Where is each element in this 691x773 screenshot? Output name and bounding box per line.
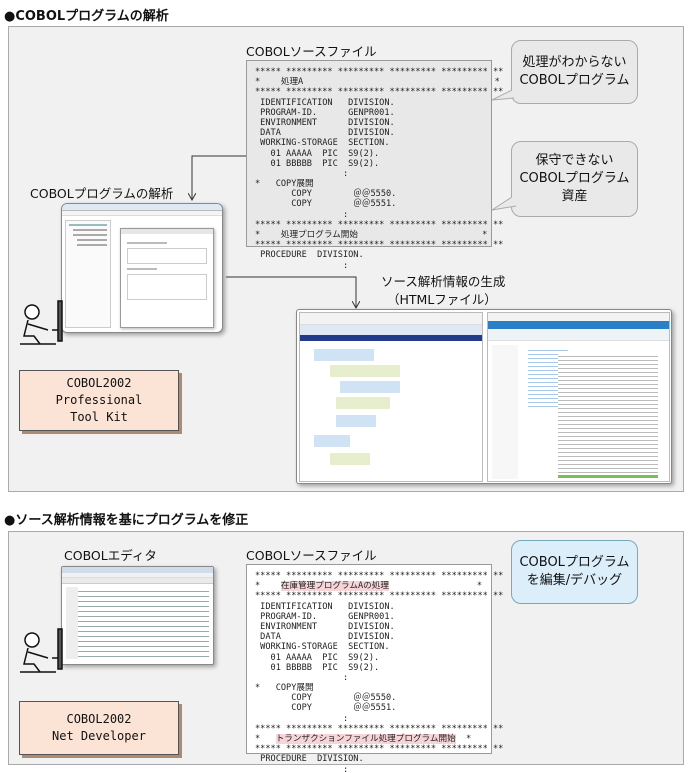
code-line: * COPY展開 bbox=[255, 683, 314, 694]
speech-bubble-unmaintainable: 保守できない COBOLプログラム 資産 bbox=[511, 141, 638, 217]
code-line: ***** ********* ********* ********* ****… bbox=[255, 67, 504, 77]
code-line: IDENTIFICATION DIVISION. bbox=[255, 97, 395, 108]
code-line: * トランザクションファイル処理プログラム開始 * bbox=[255, 734, 472, 744]
dialog-window bbox=[120, 228, 214, 328]
code-line: ***** ********* ********* ********* ****… bbox=[255, 571, 504, 581]
code-line: * 在庫管理プログラムAの処理 * bbox=[255, 581, 483, 592]
code-line: WORKING-STORAGE SECTION. bbox=[255, 642, 390, 653]
highlighted-comment: 在庫管理プログラムAの処理 bbox=[280, 581, 389, 592]
code-line: PROCEDURE DIVISION. bbox=[255, 754, 364, 765]
window-toolbar bbox=[62, 211, 222, 216]
code-line: ENVIRONMENT DIVISION. bbox=[255, 117, 395, 128]
code-line: : bbox=[255, 764, 349, 773]
browser-window-right bbox=[487, 312, 670, 482]
code-line: ***** ********* ********* ********* ****… bbox=[255, 591, 504, 602]
bubble-text: 資産 bbox=[561, 189, 588, 204]
section2-title: ●ソース解析情報を基にプログラムを修正 bbox=[4, 513, 249, 528]
code-line: COPY ＠＠5551. bbox=[255, 199, 397, 210]
code-line: * 処理A * bbox=[255, 77, 500, 88]
code-line: PROGRAM-ID. GENPR001. bbox=[255, 611, 395, 622]
speech-bubble-edit-debug: COBOLプログラム を編集/デバッグ bbox=[511, 540, 638, 604]
code-line: : bbox=[255, 209, 349, 220]
section1-title: ●COBOLプログラムの解析 bbox=[4, 9, 169, 24]
product-name: COBOL2002 Professional bbox=[55, 376, 143, 407]
toolkit-window-screenshot bbox=[61, 203, 223, 333]
code-line: DATA DIVISION. bbox=[255, 632, 395, 643]
tree-pane bbox=[65, 220, 111, 328]
browser-window-left bbox=[299, 312, 483, 482]
bubble-text: COBOLプログラム bbox=[519, 555, 630, 570]
code-line: ENVIRONMENT DIVISION. bbox=[255, 621, 395, 632]
product-box-professional-toolkit: COBOL2002 Professional Tool Kit bbox=[19, 370, 179, 431]
code-line: COPY ＠＠5551. bbox=[255, 703, 397, 714]
code-line: ***** ********* ********* ********* ****… bbox=[255, 87, 504, 98]
highlighted-comment: トランザクションファイル処理プログラム開始 bbox=[275, 734, 456, 744]
bubble-text: COBOLプログラム bbox=[519, 73, 630, 88]
bubble-text: 保守できない bbox=[535, 153, 614, 168]
bubble-text: COBOLプログラム bbox=[519, 171, 630, 186]
source-file-label: COBOLソースファイル bbox=[246, 44, 377, 59]
generation-label: ソース解析情報の生成 bbox=[381, 274, 506, 289]
code-line: ***** ********* ********* ********* ****… bbox=[255, 744, 504, 755]
code-line: IDENTIFICATION DIVISION. bbox=[255, 601, 395, 612]
code-line: 01 BBBBB PIC S9(2). bbox=[255, 662, 380, 673]
code-line: 01 AAAAA PIC S9(2). bbox=[255, 652, 380, 663]
source-file-label-2: COBOLソースファイル bbox=[246, 548, 377, 563]
generation-sublabel: （HTMLファイル） bbox=[387, 292, 497, 307]
code-line: PROCEDURE DIVISION. bbox=[255, 250, 364, 261]
code-line: ***** ********* ********* ********* ****… bbox=[255, 723, 504, 734]
code-line: WORKING-STORAGE SECTION. bbox=[255, 138, 390, 149]
product-name: Tool Kit bbox=[70, 410, 128, 424]
code-line: ***** ********* ********* ********* ****… bbox=[255, 240, 504, 251]
window-titlebar bbox=[62, 204, 222, 211]
code-line: PROGRAM-ID. GENPR001. bbox=[255, 107, 395, 118]
cobol-editor-screenshot bbox=[61, 566, 214, 665]
bubble-text: を編集/デバッグ bbox=[526, 573, 623, 588]
code-line: : bbox=[255, 260, 349, 271]
html-report-screenshot bbox=[296, 309, 672, 484]
code-line: COPY ＠＠5550. bbox=[255, 189, 397, 200]
cobol-source-listing: ***** ********* ********* ********* ****… bbox=[246, 60, 504, 271]
code-line: * 処理プログラム開始 * bbox=[255, 230, 488, 240]
product-box-net-developer: COBOL2002 Net Developer bbox=[19, 701, 179, 755]
code-line: COPY ＠＠5550. bbox=[255, 693, 397, 704]
analysis-label: COBOLプログラムの解析 bbox=[30, 186, 174, 201]
code-line: * COPY展開 bbox=[255, 179, 314, 190]
code-line: 01 AAAAA PIC S9(2). bbox=[255, 148, 380, 159]
product-name: Net Developer bbox=[52, 729, 146, 743]
editor-label: COBOLエディタ bbox=[64, 548, 157, 563]
code-line: ***** ********* ********* ********* ****… bbox=[255, 219, 504, 230]
code-line: : bbox=[255, 672, 349, 683]
code-line: DATA DIVISION. bbox=[255, 128, 395, 139]
code-line: 01 BBBBB PIC S9(2). bbox=[255, 158, 380, 169]
bubble-text: 処理がわからない bbox=[522, 55, 627, 70]
code-line: : bbox=[255, 713, 349, 724]
cobol-source-listing-edited: ***** ********* ********* ********* ****… bbox=[246, 564, 504, 773]
speech-bubble-unknown-processing: 処理がわからない COBOLプログラム bbox=[511, 40, 638, 104]
product-name: COBOL2002 bbox=[66, 712, 132, 726]
code-line: : bbox=[255, 168, 349, 179]
